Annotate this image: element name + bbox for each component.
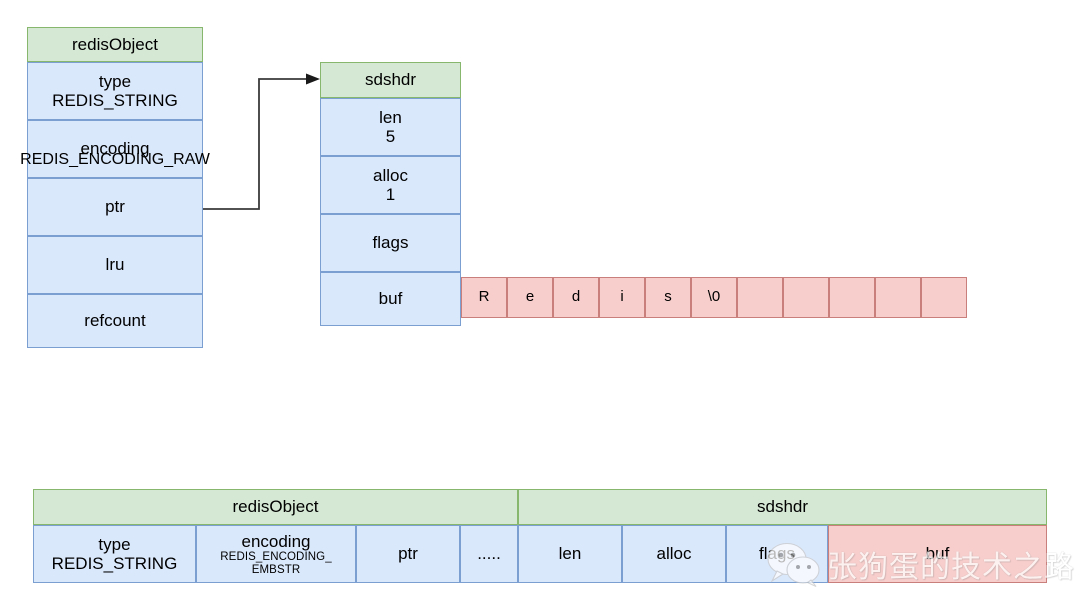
buffer-cell: \0 bbox=[691, 277, 737, 318]
sdshdr-row-alloc: alloc 1 bbox=[320, 156, 461, 214]
buffer-cell-char: e bbox=[525, 288, 535, 306]
row-refcount-label: refcount bbox=[84, 311, 146, 331]
buffer-cell bbox=[875, 277, 921, 318]
bottom-field-label: type bbox=[98, 534, 131, 554]
bottom-field-sub1: REDIS_ENCODING_ bbox=[220, 550, 332, 563]
redis-object-header: redisObject bbox=[27, 27, 203, 62]
bottom-field-sub2: EMBSTR bbox=[251, 563, 301, 576]
sdshdr-len-label: len bbox=[379, 107, 402, 127]
arrow-head-icon bbox=[306, 73, 320, 85]
sdshdr-flags-label: flags bbox=[372, 233, 409, 253]
row-encoding-value: REDIS_ENCODING_RAW bbox=[20, 151, 210, 168]
bottom-field-buf: buf bbox=[828, 525, 1047, 583]
buffer-cell bbox=[829, 277, 875, 318]
redis-object-row-refcount: refcount bbox=[27, 294, 203, 348]
sdshdr-row-buf: buf bbox=[320, 272, 461, 326]
buffer-cell bbox=[737, 277, 783, 318]
row-type-value: REDIS_STRING bbox=[52, 91, 178, 110]
bottom-field-label: buf bbox=[925, 544, 950, 564]
bottom-field-type: type REDIS_STRING bbox=[33, 525, 196, 583]
buffer-cell-char: i bbox=[620, 288, 624, 306]
sdshdr-len-value: 5 bbox=[385, 127, 396, 146]
buffer-cell-char: d bbox=[571, 288, 581, 306]
redis-object-row-encoding: encoding REDIS_ENCODING_RAW bbox=[20, 120, 210, 178]
buffer-cell: s bbox=[645, 277, 691, 318]
bottom-field-encoding: encoding REDIS_ENCODING_ EMBSTR bbox=[196, 525, 356, 583]
bottom-field-label: len bbox=[558, 544, 582, 564]
bottom-field-label: ptr bbox=[398, 544, 418, 564]
buffer-cell: e bbox=[507, 277, 553, 318]
bottom-field-label: encoding bbox=[241, 531, 311, 551]
redis-object-header-label: redisObject bbox=[72, 34, 158, 54]
buffer-cell bbox=[921, 277, 967, 318]
bottom-field-ellipsis: ..... bbox=[460, 525, 518, 583]
bottom-field-alloc: alloc bbox=[622, 525, 726, 583]
sdshdr-alloc-value: 1 bbox=[385, 185, 396, 204]
bottom-group-header-label: sdshdr bbox=[756, 497, 809, 517]
sdshdr-alloc-label: alloc bbox=[373, 165, 408, 185]
redis-object-row-type: type REDIS_STRING bbox=[27, 62, 203, 120]
sdshdr-header: sdshdr bbox=[320, 62, 461, 98]
sdshdr-struct: sdshdr len 5 alloc 1 flags buf bbox=[320, 62, 461, 326]
bottom-field-label: flags bbox=[759, 544, 795, 564]
bottom-group-header-label: redisObject bbox=[232, 497, 319, 517]
redis-object-row-ptr: ptr bbox=[27, 178, 203, 236]
buffer-cells-strip: R e d i s \0 bbox=[461, 277, 967, 318]
row-type-label: type bbox=[98, 71, 132, 91]
bottom-field-label: alloc bbox=[656, 544, 692, 564]
row-ptr-label: ptr bbox=[105, 197, 125, 217]
buffer-cell: d bbox=[553, 277, 599, 318]
sdshdr-row-len: len 5 bbox=[320, 98, 461, 156]
bottom-group-header-sdshdr: sdshdr bbox=[518, 489, 1047, 525]
sdshdr-header-label: sdshdr bbox=[364, 70, 417, 90]
row-lru-label: lru bbox=[105, 255, 125, 275]
bottom-group-header-redisobject: redisObject bbox=[33, 489, 518, 525]
sdshdr-row-flags: flags bbox=[320, 214, 461, 272]
redis-object-struct: redisObject type REDIS_STRING encoding R… bbox=[20, 27, 210, 348]
buffer-cell: i bbox=[599, 277, 645, 318]
bottom-field-len: len bbox=[518, 525, 622, 583]
buffer-cell-char: s bbox=[664, 288, 672, 306]
buffer-cell: R bbox=[461, 277, 507, 318]
row-encoding-label: encoding bbox=[80, 139, 150, 159]
redis-object-row-lru: lru bbox=[27, 236, 203, 294]
buffer-cell-char: \0 bbox=[707, 288, 721, 306]
sdshdr-buf-label: buf bbox=[378, 289, 403, 309]
connector-line bbox=[203, 78, 312, 210]
bottom-field-sub1: REDIS_STRING bbox=[51, 554, 178, 573]
buffer-cell-char: R bbox=[478, 288, 490, 306]
embstr-layout-table: redisObject sdshdr type REDIS_STRING enc… bbox=[33, 489, 1047, 583]
buffer-cell bbox=[783, 277, 829, 318]
bottom-field-flags: flags bbox=[726, 525, 828, 583]
bottom-field-ptr: ptr bbox=[356, 525, 460, 583]
bottom-field-label: ..... bbox=[477, 544, 501, 564]
